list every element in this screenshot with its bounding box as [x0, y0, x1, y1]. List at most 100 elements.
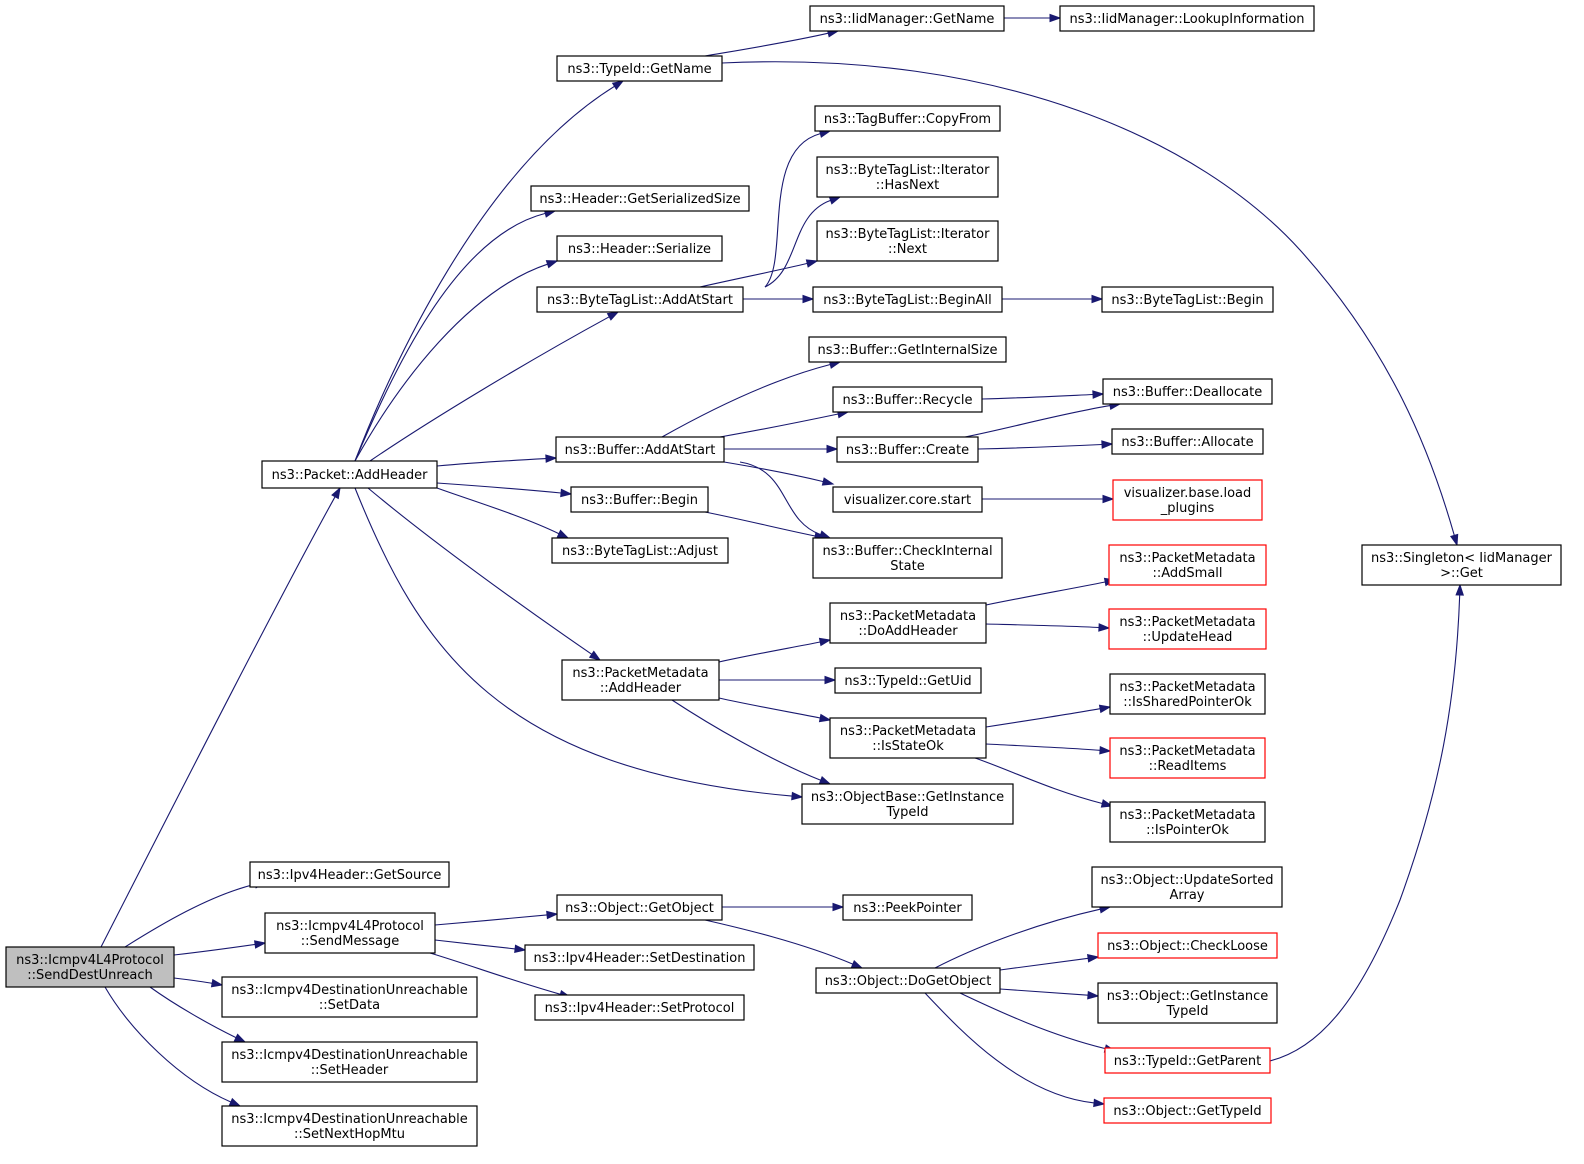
- edge-btl-begin-all-to-btl-begin: [1002, 294, 1104, 304]
- node-pm-is-state-ok[interactable]: ns3::PacketMetadata::IsStateOk: [829, 717, 987, 759]
- edge-obj-get-object-to-peek-pointer: [721, 902, 845, 912]
- node-it-has-next[interactable]: ns3::ByteTagList::Iterator::HasNext: [816, 156, 999, 198]
- edge-arrowhead: [210, 978, 224, 988]
- node-label: ::ReadItems: [1149, 759, 1227, 774]
- node-btl-add-at-start[interactable]: ns3::ByteTagList::AddAtStart: [536, 286, 744, 313]
- node-root[interactable]: ns3::Icmpv4L4Protocol::SendDestUnreach: [5, 946, 175, 988]
- edge-line: [985, 708, 1101, 728]
- node-peek-pointer[interactable]: ns3::PeekPointer: [842, 894, 973, 921]
- node-iid-lookup[interactable]: ns3::IidManager::LookupInformation: [1059, 5, 1315, 32]
- node-label: ns3::Object::UpdateSorted: [1100, 873, 1273, 888]
- edge-obj-do-get-object-to-obj-get-instance-type-id: [999, 988, 1100, 1000]
- node-buf-add-at-start[interactable]: ns3::Buffer::AddAtStart: [555, 436, 725, 463]
- edge-line: [718, 641, 821, 663]
- node-set-next-hop-mtu[interactable]: ns3::Icmpv4DestinationUnreachable::SetNe…: [221, 1105, 478, 1147]
- node-box: [829, 602, 987, 644]
- node-obj-get-type-id[interactable]: ns3::Object::GetTypeId: [1103, 1097, 1272, 1124]
- node-pm-do-add-header[interactable]: ns3::PacketMetadata::DoAddHeader: [829, 602, 987, 644]
- node-header-get-serialized-size[interactable]: ns3::Header::GetSerializedSize: [530, 185, 750, 212]
- edge-obj-do-get-object-to-type-id-get-parent: [959, 992, 1117, 1053]
- node-get-source[interactable]: ns3::Ipv4Header::GetSource: [249, 861, 450, 888]
- edge-pm-is-state-ok-to-pm-is-shared-pointer-ok: [985, 704, 1112, 728]
- node-buf-allocate[interactable]: ns3::Buffer::Allocate: [1111, 428, 1264, 455]
- node-it-next[interactable]: ns3::ByteTagList::Iterator::Next: [816, 220, 999, 262]
- node-buf-begin[interactable]: ns3::Buffer::Begin: [570, 486, 709, 513]
- node-box: [1112, 479, 1263, 521]
- edge-viz-start-to-viz-load: [982, 494, 1115, 504]
- node-label: ::IsSharedPointerOk: [1123, 695, 1252, 710]
- edge-buf-add-at-start-to-viz-start: [723, 461, 835, 486]
- node-btl-begin[interactable]: ns3::ByteTagList::Begin: [1101, 286, 1274, 313]
- node-send-message[interactable]: ns3::Icmpv4L4Protocol::SendMessage: [264, 912, 436, 954]
- node-btl-adjust[interactable]: ns3::ByteTagList::Adjust: [551, 537, 729, 564]
- node-label: ns3::TypeId::GetUid: [844, 674, 971, 689]
- node-label: ns3::Icmpv4DestinationUnreachable: [231, 983, 468, 998]
- node-label: ::IsPointerOk: [1146, 823, 1229, 838]
- node-viz-load[interactable]: visualizer.base.load_plugins: [1112, 479, 1263, 521]
- node-pm-update-head[interactable]: ns3::PacketMetadata::UpdateHead: [1108, 608, 1267, 650]
- node-label: ns3::PacketMetadata: [1119, 808, 1255, 823]
- node-pm-read-items[interactable]: ns3::PacketMetadata::ReadItems: [1109, 737, 1266, 779]
- node-box: [534, 994, 745, 1021]
- node-type-id-get-parent[interactable]: ns3::TypeId::GetParent: [1104, 1047, 1271, 1074]
- node-buf-get-internal-size[interactable]: ns3::Buffer::GetInternalSize: [808, 336, 1007, 363]
- node-box: [1109, 737, 1266, 779]
- graph-edges: [100, 13, 1464, 1108]
- node-obj-get-object[interactable]: ns3::Object::GetObject: [556, 894, 723, 921]
- node-obj-check-loose[interactable]: ns3::Object::CheckLoose: [1097, 932, 1278, 959]
- edge-arrowhead: [331, 486, 341, 500]
- edge-line: [721, 61, 1455, 536]
- node-add-header[interactable]: ns3::Packet::AddHeader: [261, 460, 438, 489]
- node-viz-start[interactable]: visualizer.core.start: [832, 486, 983, 513]
- node-type-id-get-uid[interactable]: ns3::TypeId::GetUid: [834, 667, 982, 694]
- edge-arrowhead: [1449, 533, 1459, 547]
- node-iid-get-name[interactable]: ns3::IidManager::GetName: [809, 5, 1005, 32]
- node-set-protocol[interactable]: ns3::Ipv4Header::SetProtocol: [534, 994, 745, 1021]
- edge-pm-is-state-ok-to-pm-read-items: [985, 743, 1112, 755]
- node-pm-is-pointer-ok[interactable]: ns3::PacketMetadata::IsPointerOk: [1109, 801, 1266, 843]
- node-buf-deallocate[interactable]: ns3::Buffer::Deallocate: [1102, 378, 1273, 405]
- node-pm-add-small[interactable]: ns3::PacketMetadata::AddSmall: [1108, 544, 1267, 586]
- node-set-header[interactable]: ns3::Icmpv4DestinationUnreachable::SetHe…: [221, 1041, 478, 1083]
- node-box: [221, 1105, 478, 1147]
- edge-pm-add-header-to-type-id-get-uid: [719, 675, 837, 685]
- edge-send-message-to-obj-get-object: [434, 910, 559, 926]
- edge-pm-do-add-header-to-pm-update-head: [985, 623, 1111, 632]
- node-label: ns3::ByteTagList::Begin: [1111, 293, 1263, 308]
- edge-arrowhead: [1091, 294, 1104, 304]
- node-pm-is-shared-pointer-ok[interactable]: ns3::PacketMetadata::IsSharedPointerOk: [1109, 673, 1266, 715]
- node-header-serialize[interactable]: ns3::Header::Serialize: [556, 235, 723, 262]
- node-box: [1109, 673, 1266, 715]
- node-label: ns3::Header::GetSerializedSize: [539, 192, 740, 207]
- edge-arrowhead: [1087, 990, 1100, 1000]
- node-label: ::SetNextHopMtu: [294, 1127, 405, 1142]
- node-type-id-get-name[interactable]: ns3::TypeId::GetName: [556, 55, 723, 82]
- edge-line: [436, 458, 547, 467]
- node-label: ns3::Packet::AddHeader: [272, 468, 428, 483]
- node-label: ns3::Singleton< IidManager: [1371, 551, 1553, 566]
- node-label: ns3::TypeId::GetName: [567, 62, 711, 77]
- node-obj-do-get-object[interactable]: ns3::Object::DoGetObject: [815, 967, 1001, 994]
- node-tag-copy-from[interactable]: ns3::TagBuffer::CopyFrom: [814, 105, 1001, 132]
- node-buf-create[interactable]: ns3::Buffer::Create: [836, 436, 979, 463]
- node-label: ns3::Buffer::Deallocate: [1113, 385, 1262, 400]
- node-set-data[interactable]: ns3::Icmpv4DestinationUnreachable::SetDa…: [221, 976, 478, 1018]
- node-label: _plugins: [1160, 501, 1215, 516]
- node-label: ::AddSmall: [1152, 566, 1222, 581]
- edge-line: [985, 623, 1100, 629]
- node-set-destination[interactable]: ns3::Ipv4Header::SetDestination: [524, 944, 755, 971]
- edge-root-to-set-next-hop-mtu: [104, 986, 242, 1107]
- node-buf-recycle[interactable]: ns3::Buffer::Recycle: [832, 386, 983, 413]
- node-btl-begin-all[interactable]: ns3::ByteTagList::BeginAll: [812, 286, 1003, 313]
- node-pm-add-header[interactable]: ns3::PacketMetadata::AddHeader: [561, 659, 720, 701]
- edge-type-id-get-name-to-singleton-get: [721, 61, 1459, 547]
- node-label: ns3::PacketMetadata: [840, 724, 976, 739]
- edge-root-to-add-header: [100, 486, 341, 948]
- edge-line: [699, 262, 808, 288]
- node-singleton-get[interactable]: ns3::Singleton< IidManager >::Get: [1361, 544, 1562, 586]
